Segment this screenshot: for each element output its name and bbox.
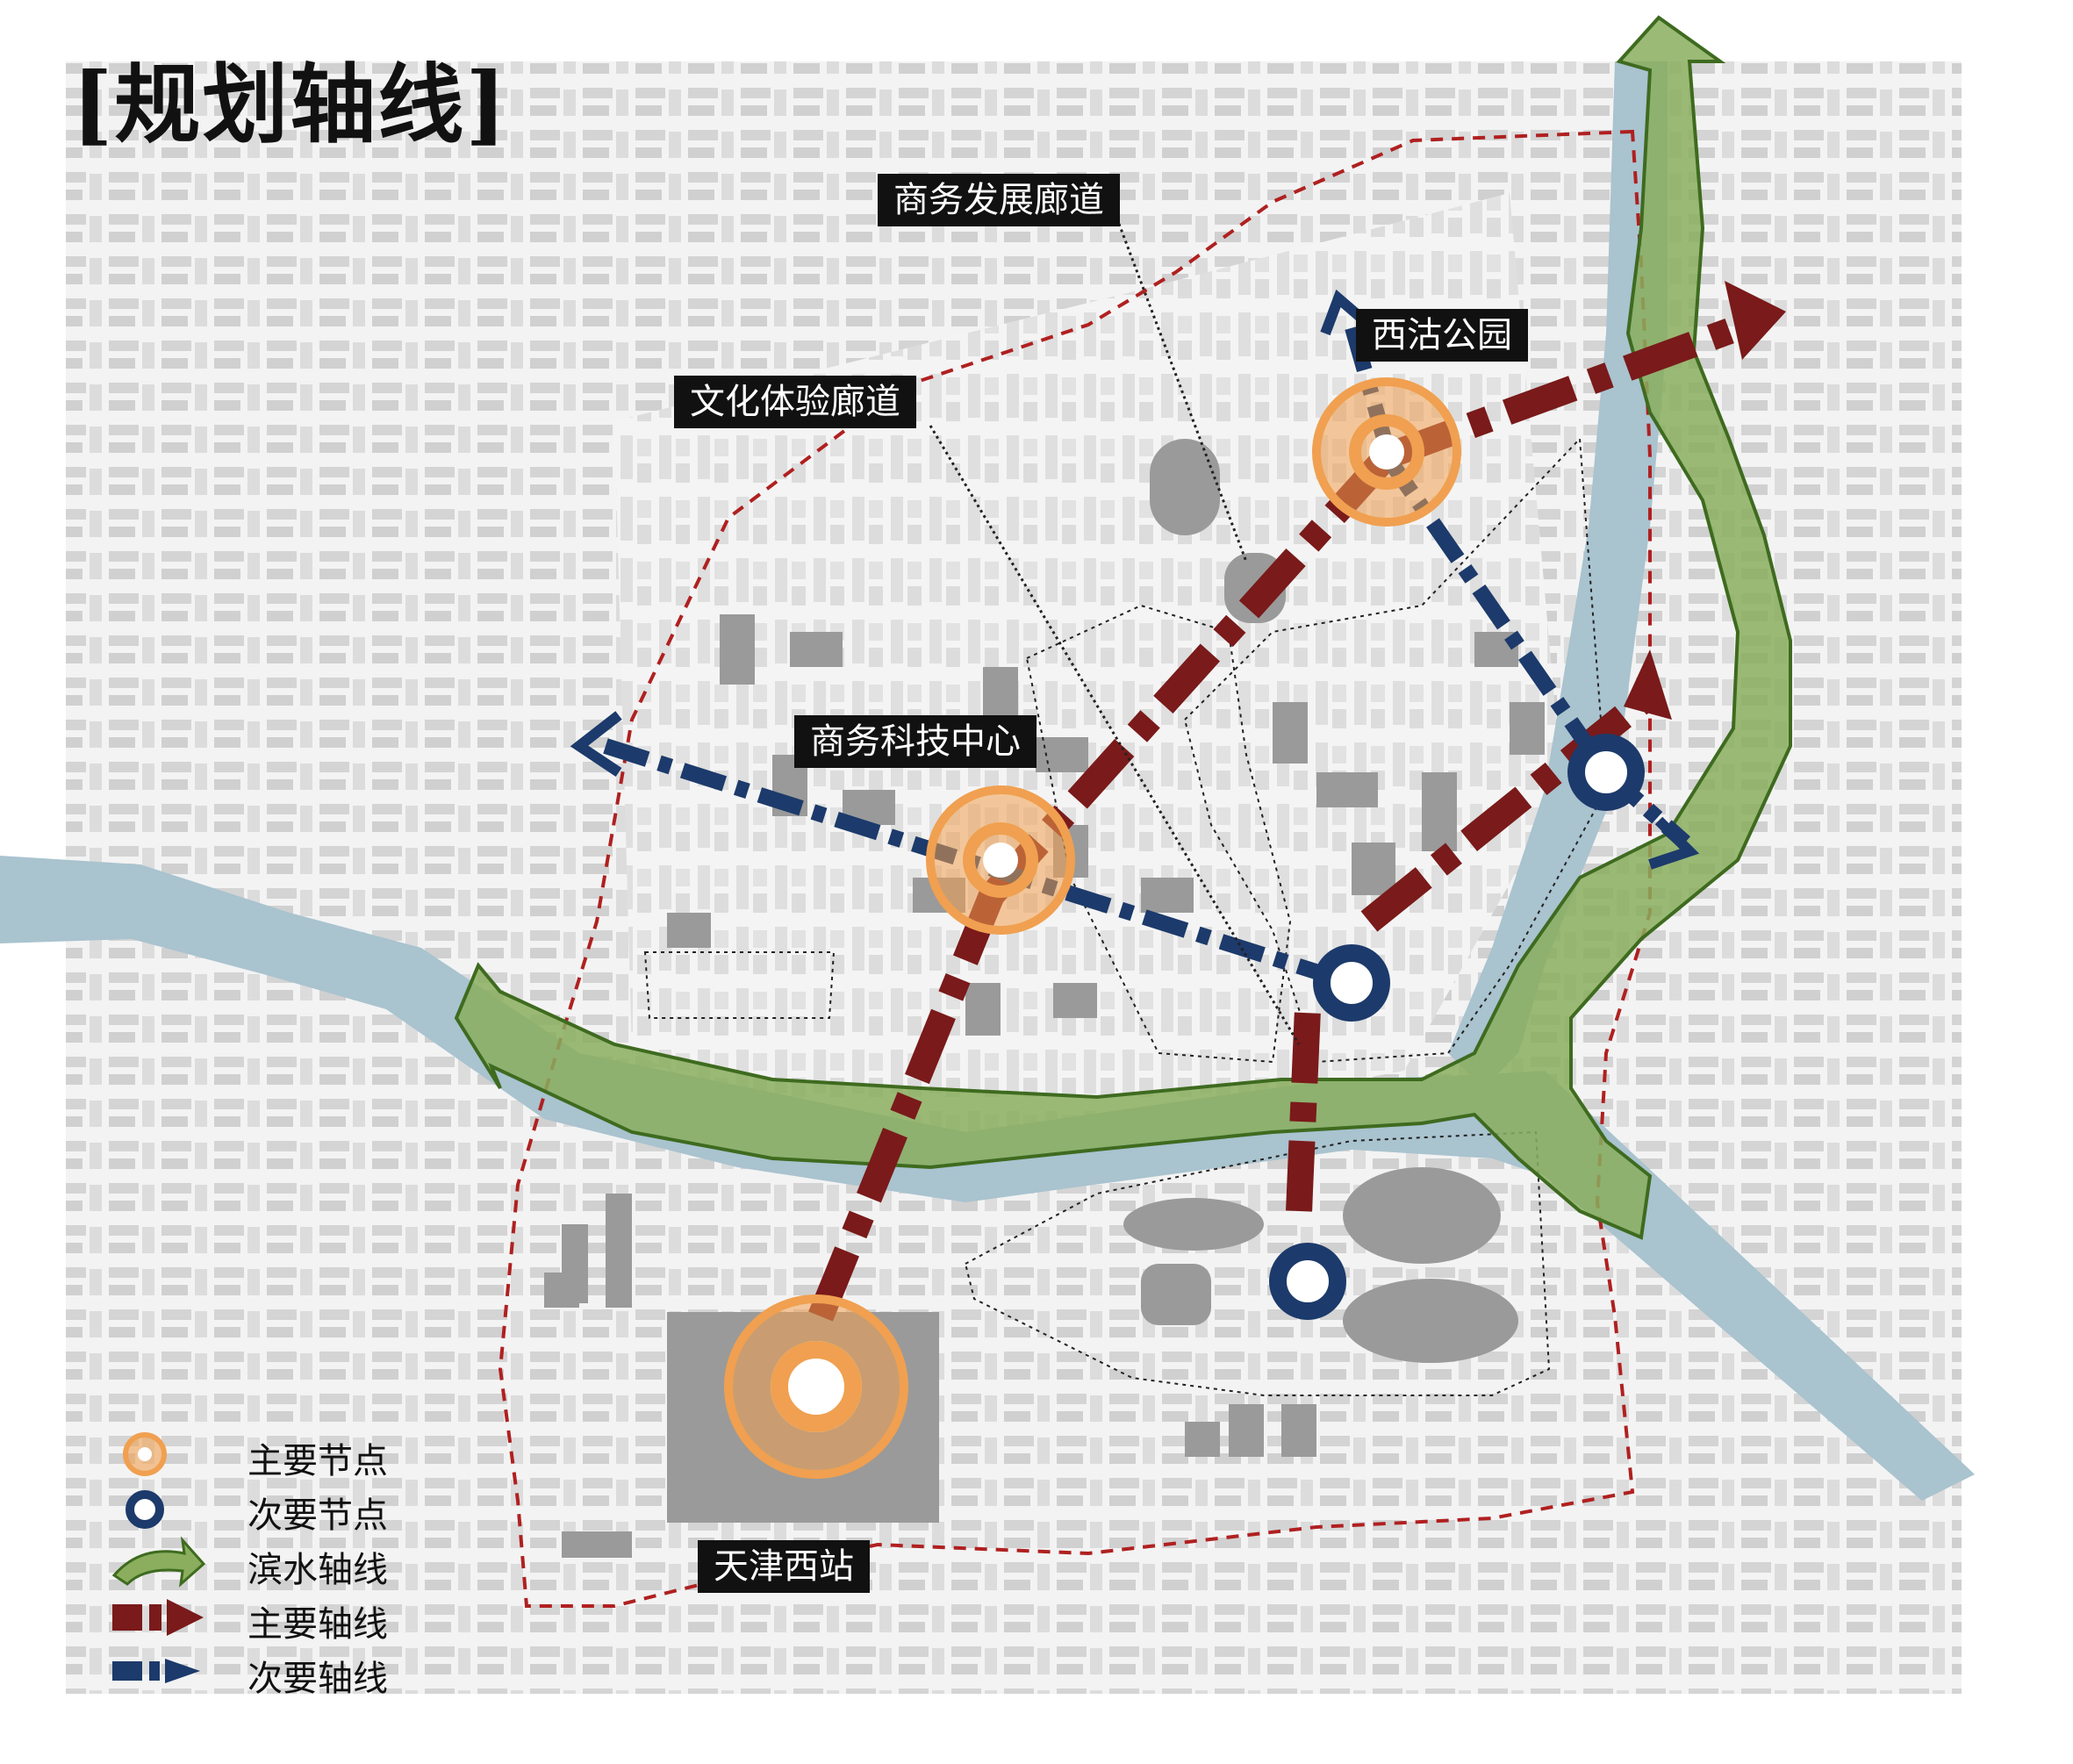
label-business-corridor: 商务发展廊道 xyxy=(878,174,1120,226)
page-title: [规划轴线] xyxy=(72,54,508,155)
label-xigu-park: 西沽公园 xyxy=(1356,309,1528,362)
legend-label-waterfront-axis: 滨水轴线 xyxy=(247,1550,388,1590)
primary-axis-arrowheads xyxy=(1624,281,1786,720)
primary-axis-station-to-center xyxy=(808,890,1004,1322)
label-business-tech-center: 商务科技中心 xyxy=(794,715,1036,768)
planning-boundary xyxy=(498,129,1652,1608)
legend-waterfront-axis-icon xyxy=(111,1536,206,1588)
dark-buildings xyxy=(544,439,1632,1558)
legend-label-secondary-node: 次要节点 xyxy=(247,1495,388,1536)
primary-node-xigu-park[interactable] xyxy=(1312,377,1461,527)
legend-icons xyxy=(111,1432,206,1683)
legend-primary-axis-icon xyxy=(112,1599,204,1636)
district-outlines xyxy=(643,436,1608,1396)
legend-label-secondary-axis: 次要轴线 xyxy=(247,1659,388,1699)
primary-node-business-tech-center[interactable] xyxy=(926,785,1075,935)
secondary-node-river-north[interactable] xyxy=(1313,944,1390,1022)
legend-primary-node-icon xyxy=(123,1432,167,1476)
legend-secondary-node-icon xyxy=(126,1490,164,1529)
waterfront-axis xyxy=(454,15,1792,1240)
legend-secondary-axis-icon xyxy=(112,1659,200,1683)
secondary-node-south[interactable] xyxy=(1269,1243,1346,1320)
legend-label-primary-node: 主要节点 xyxy=(247,1441,388,1481)
primary-axis-node-south xyxy=(1286,1008,1321,1212)
label-tianjin-west-station: 天津西站 xyxy=(698,1540,870,1593)
primary-node-tianjin-west-station[interactable] xyxy=(724,1294,908,1479)
legend-label-primary-axis: 主要轴线 xyxy=(247,1604,388,1645)
secondary-node-east[interactable] xyxy=(1567,734,1645,811)
secondary-nodes[interactable] xyxy=(1269,734,1645,1320)
label-leader-lines xyxy=(929,223,1301,1045)
label-culture-corridor: 文化体验廊道 xyxy=(674,376,916,428)
